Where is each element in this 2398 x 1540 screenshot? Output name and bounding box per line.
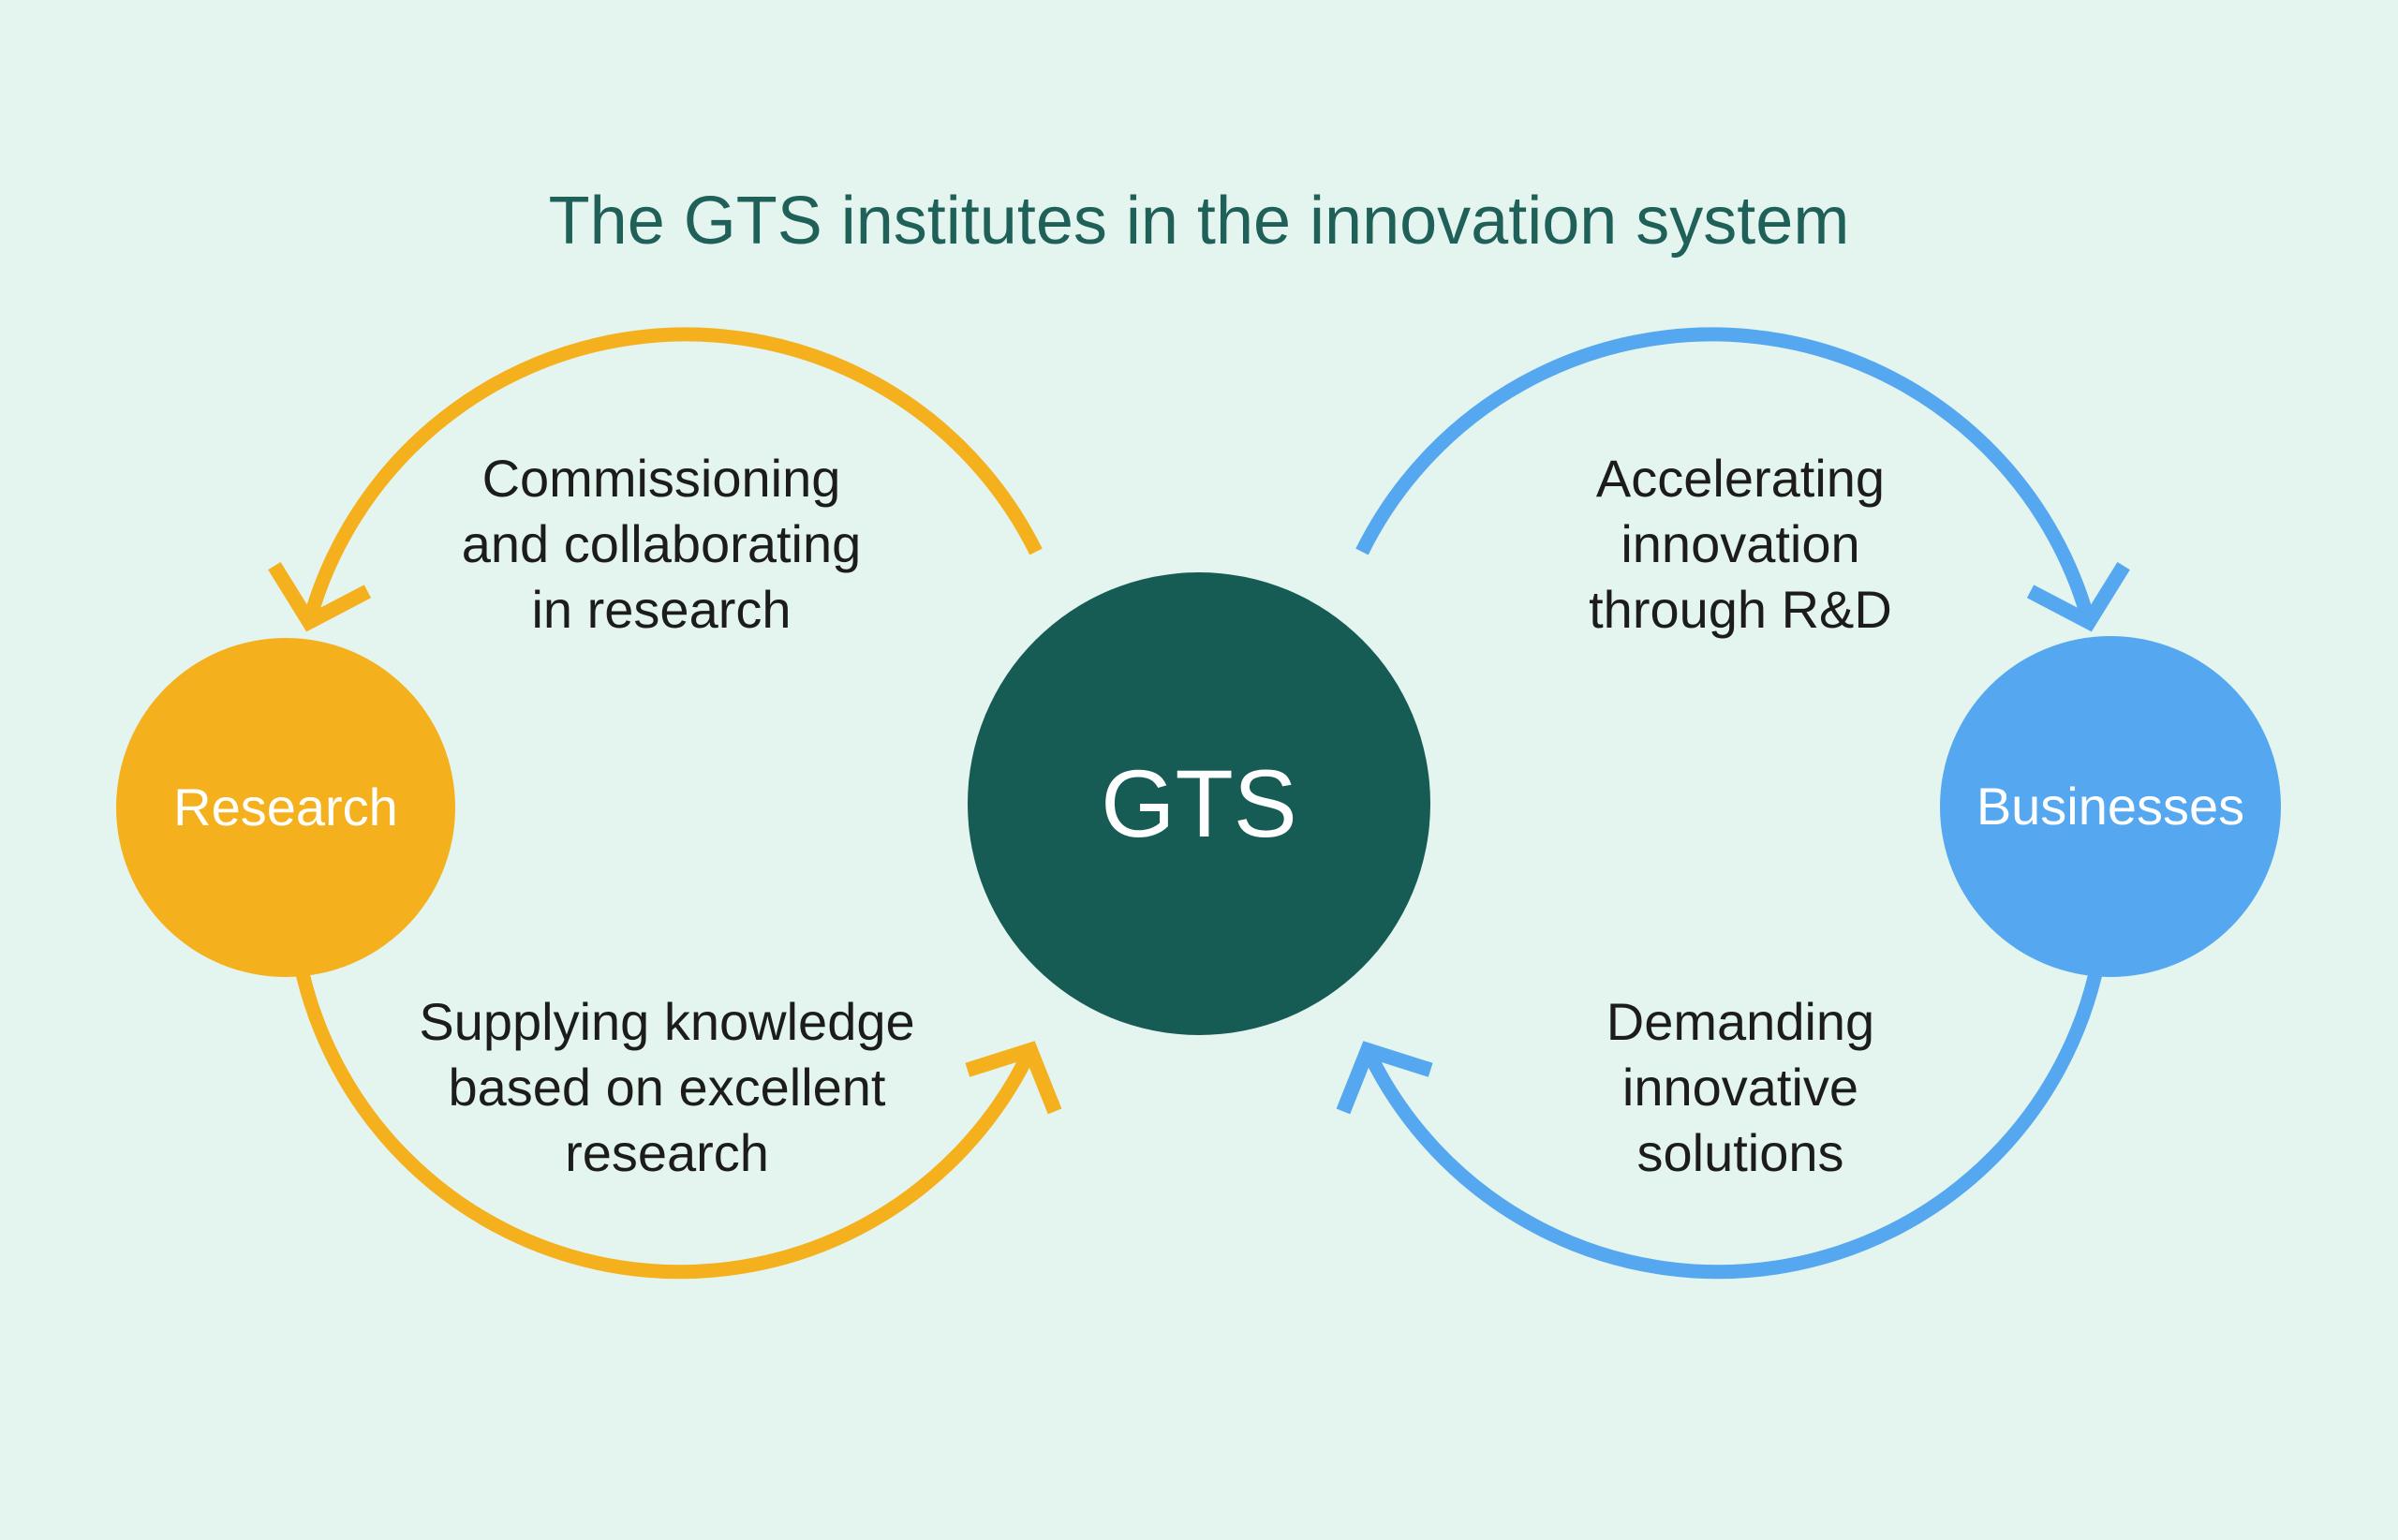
arrow-gts-to-businesses: [1355, 327, 2130, 632]
diagram-title: The GTS institutes in the innovation sys…: [548, 184, 1850, 259]
arrow-research-to-gts: [289, 937, 1062, 1280]
research-circle-label: Research: [173, 777, 398, 837]
arrow-businesses-to-gts: [1336, 937, 2109, 1280]
flow-label-accelerating: Accelerating innovation through R&D: [1589, 449, 1892, 639]
gts-circle-label: GTS: [1101, 750, 1297, 857]
flow-label-demanding: Demanding innovative solutions: [1606, 992, 1875, 1182]
gts-circle: [968, 572, 1430, 1035]
research-circle: [116, 638, 455, 977]
businesses-circle: [1940, 636, 2281, 977]
flow-label-commissioning: Commissioning and collaborating in resea…: [461, 449, 862, 639]
flow-label-supplying: Supplying knowledge based on excellent r…: [419, 992, 915, 1182]
businesses-circle-label: Businesses: [1976, 777, 2245, 836]
arrow-gts-to-research: [268, 327, 1043, 632]
